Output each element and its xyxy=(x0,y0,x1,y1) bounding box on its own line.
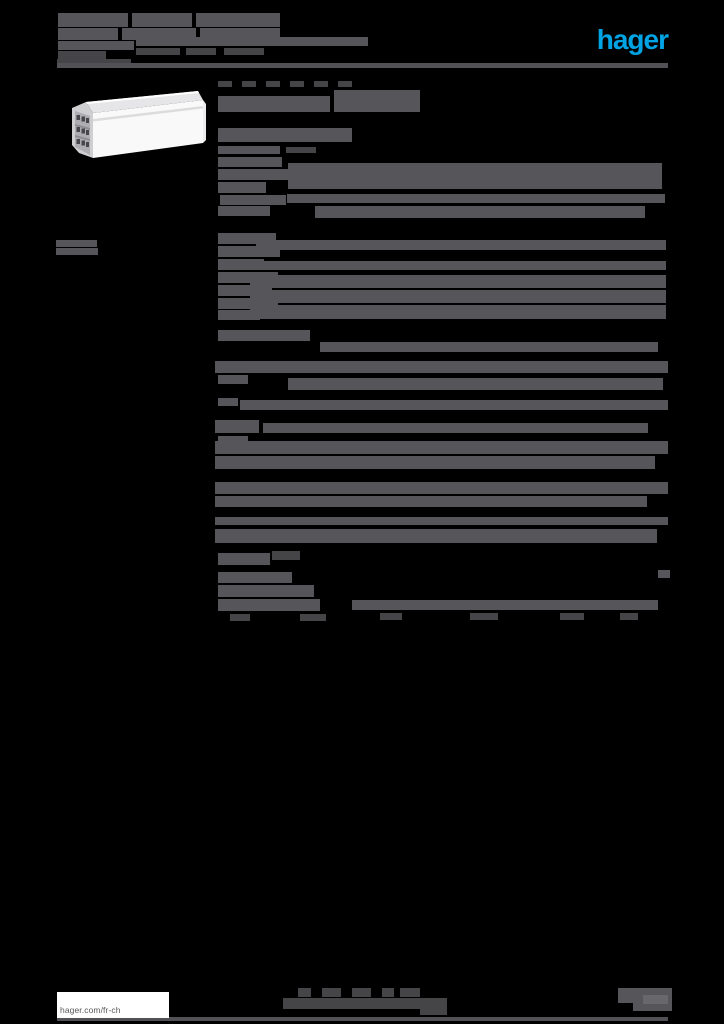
redacted-bar xyxy=(218,96,330,112)
redacted-bar xyxy=(218,553,270,565)
redacted-bar xyxy=(288,378,663,390)
redacted-bar xyxy=(218,246,280,257)
redacted-bar xyxy=(56,248,98,255)
redacted-bar xyxy=(215,456,655,469)
redacted-bar xyxy=(58,28,118,40)
redacted-bar xyxy=(322,988,341,997)
redacted-bar xyxy=(620,613,638,620)
redacted-bar xyxy=(218,398,238,406)
redacted-bar xyxy=(218,298,278,309)
redacted-bar xyxy=(218,206,270,216)
redacted-bar xyxy=(58,41,134,50)
redacted-bar xyxy=(266,81,280,87)
redacted-bar xyxy=(218,585,314,597)
redacted-bar xyxy=(58,13,128,27)
redacted-bar xyxy=(287,194,665,203)
redacted-bar xyxy=(314,81,328,87)
redacted-bar xyxy=(220,195,286,205)
redacted-bar xyxy=(218,169,288,180)
redacted-bar xyxy=(218,436,248,444)
redacted-bar xyxy=(250,290,666,303)
redacted-bar xyxy=(218,599,320,611)
redacted-bar xyxy=(224,48,264,55)
redacted-bar xyxy=(400,988,420,997)
redacted-bar xyxy=(286,147,316,153)
redacted-bar xyxy=(300,614,326,621)
redacted-bar xyxy=(136,48,180,55)
redacted-bar xyxy=(196,13,280,27)
redacted-bar xyxy=(215,496,647,507)
redacted-bar xyxy=(470,613,498,620)
redacted-bar xyxy=(136,37,368,46)
redacted-bar xyxy=(186,48,216,55)
redacted-bar xyxy=(352,988,371,997)
redacted-bar xyxy=(57,63,668,68)
redacted-bar xyxy=(382,988,394,997)
redacted-bar xyxy=(218,182,266,193)
redacted-bar xyxy=(218,310,260,320)
redacted-bar xyxy=(215,529,657,543)
redacted-bar xyxy=(230,614,250,621)
redacted-bar xyxy=(215,361,668,373)
redacted-bar xyxy=(215,482,668,494)
redacted-bar xyxy=(283,998,447,1009)
product-photo-trunking-icon xyxy=(72,91,206,158)
redacted-bar xyxy=(56,240,97,247)
redacted-bar xyxy=(263,423,648,433)
redacted-bar xyxy=(256,261,666,270)
redacted-bar xyxy=(218,375,248,384)
redacted-bar xyxy=(57,1017,668,1021)
redacted-bar xyxy=(240,400,668,410)
redacted-bar xyxy=(315,206,645,218)
redacted-bar xyxy=(218,272,278,283)
redacted-bar xyxy=(215,420,259,433)
redacted-bar xyxy=(218,146,280,154)
redacted-bar xyxy=(560,613,584,620)
redacted-bar xyxy=(218,285,272,296)
redacted-bar xyxy=(215,441,668,454)
redacted-bar xyxy=(633,1003,672,1011)
redacted-bar xyxy=(380,613,402,620)
redacted-bar xyxy=(218,330,310,341)
redacted-bar xyxy=(290,81,304,87)
redacted-bar xyxy=(658,570,670,578)
redacted-bar xyxy=(334,90,420,112)
redacted-bar xyxy=(250,305,666,319)
redacted-bar xyxy=(58,51,106,59)
redacted-bar xyxy=(420,1009,447,1015)
redacted-bar xyxy=(250,275,666,288)
footer-website-link[interactable]: hager.com/fr-ch xyxy=(57,992,169,1018)
redacted-bar xyxy=(218,81,232,87)
redacted-bar xyxy=(242,81,256,87)
redacted-bar xyxy=(298,988,311,997)
redacted-bar xyxy=(288,163,662,189)
redacted-bar xyxy=(132,13,192,27)
redacted-bar xyxy=(218,259,264,270)
redacted-bar xyxy=(272,551,300,560)
redacted-bar xyxy=(338,81,352,87)
redacted-bar xyxy=(215,517,668,525)
redacted-bar xyxy=(218,572,292,583)
redacted-bar xyxy=(218,128,352,142)
redacted-bar xyxy=(320,342,658,352)
redacted-bar xyxy=(352,600,658,610)
footer-website-text: hager.com/fr-ch xyxy=(60,1005,121,1015)
redacted-bar xyxy=(218,233,276,244)
redacted-bar xyxy=(643,995,668,1004)
redacted-bar xyxy=(256,240,666,250)
hager-logo: hager xyxy=(596,24,669,55)
redacted-bar xyxy=(218,157,282,167)
